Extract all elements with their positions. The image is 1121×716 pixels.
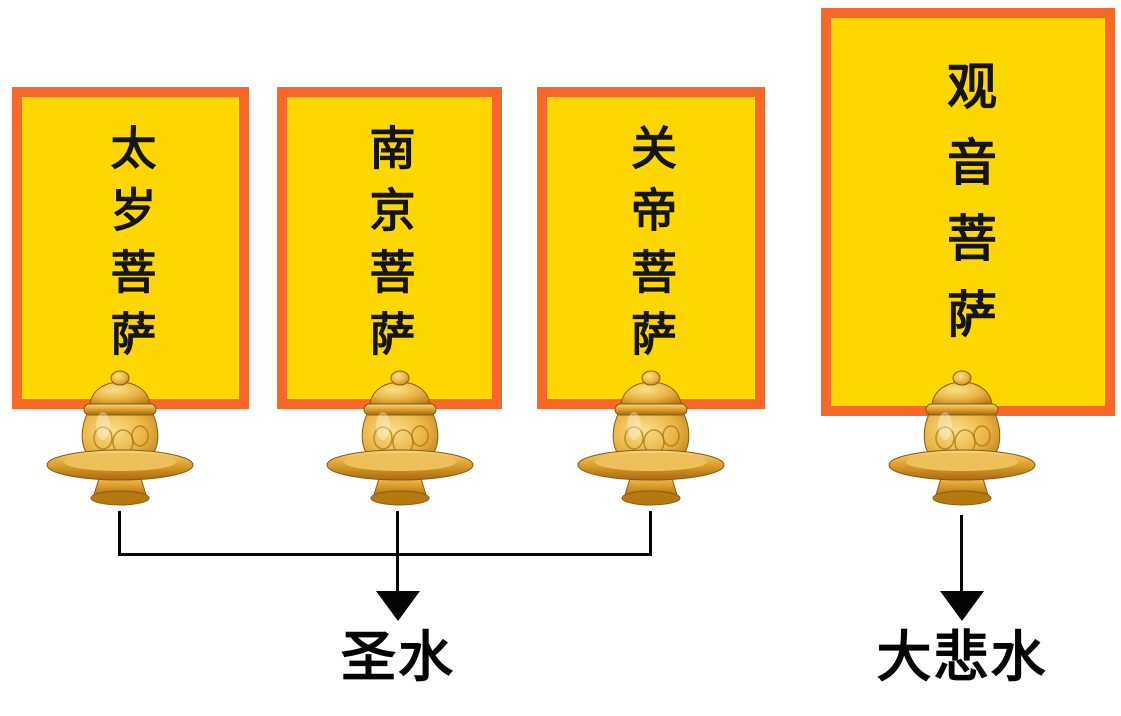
- offering-jar-icon: [577, 370, 725, 506]
- bracket-right-stub: [649, 511, 652, 556]
- holy-water-label: 圣水: [340, 626, 455, 688]
- offering-jar-icon: [46, 370, 194, 506]
- bracket-connector: [118, 553, 652, 556]
- offering-jar-icon: [888, 370, 1036, 506]
- card-nanjing-bodhisattva: 南京菩萨: [277, 87, 502, 409]
- card-label: 观音菩萨: [940, 60, 996, 364]
- group-arrow-stem: [396, 511, 399, 593]
- offering-jar-icon: [326, 370, 474, 506]
- great-compassion-water-label: 大悲水: [876, 626, 1048, 688]
- single-arrow-stem: [960, 515, 963, 593]
- card-label: 关帝菩萨: [625, 124, 677, 372]
- card-label: 太岁菩萨: [104, 124, 157, 372]
- down-arrow-icon: [940, 591, 984, 621]
- card-guandi-bodhisattva: 关帝菩萨: [537, 87, 765, 409]
- down-arrow-icon: [376, 591, 420, 621]
- card-taisui-bodhisattva: 太岁菩萨: [12, 87, 249, 409]
- card-label: 南京菩萨: [363, 124, 416, 372]
- card-guanyin-bodhisattva: 观音菩萨: [821, 8, 1115, 416]
- bracket-left-stub: [118, 511, 121, 556]
